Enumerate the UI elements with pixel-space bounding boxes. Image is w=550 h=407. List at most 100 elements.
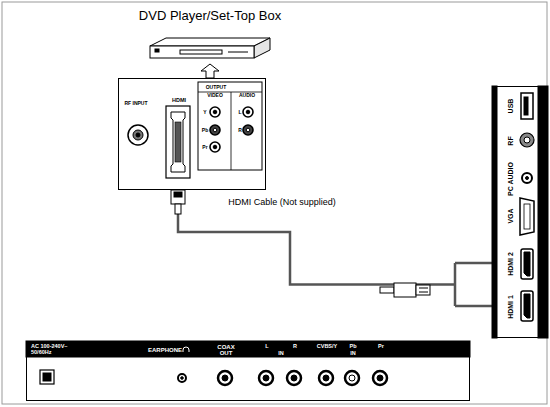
hdmi-plug-part bbox=[171, 190, 185, 204]
player-ports-part bbox=[175, 122, 181, 162]
tv-bottom-ports-part bbox=[263, 375, 269, 381]
player-ports bbox=[128, 82, 262, 178]
port-label: AC 100-240V~ 50/60Hz bbox=[31, 344, 81, 356]
tv-bottom-ports-part bbox=[345, 371, 359, 385]
port-label: Pb bbox=[202, 128, 208, 133]
tv-bottom-ports-part bbox=[26, 341, 470, 357]
player-ports-part bbox=[136, 133, 140, 137]
connector bbox=[178, 190, 492, 306]
tv-side-ports-part bbox=[524, 252, 530, 276]
port-label: VIDEO bbox=[207, 93, 223, 98]
tv-side-ports-part bbox=[524, 294, 530, 318]
tv-side-ports-part bbox=[521, 291, 533, 321]
tv-bottom-ports-part bbox=[181, 377, 184, 380]
port-label: CVBS/Y bbox=[317, 344, 337, 350]
port-label: VGA bbox=[507, 208, 514, 223]
port-label: L bbox=[238, 110, 241, 115]
player-ports-part bbox=[246, 128, 250, 132]
port-label: PC AUDIO bbox=[507, 162, 514, 196]
tv-bottom-ports-part bbox=[218, 371, 232, 385]
hdmi-plug-part bbox=[419, 292, 428, 293]
tv-bottom-ports-part bbox=[373, 371, 387, 385]
port-label: EARPHONE bbox=[148, 347, 182, 353]
hdmi-plug-part bbox=[394, 283, 416, 297]
player-ports-part bbox=[231, 92, 232, 170]
port-label: HDMI 1 bbox=[507, 295, 514, 319]
tv-side-ports-part bbox=[520, 198, 534, 235]
dvd-player-icon-part bbox=[150, 46, 254, 58]
tv-side-ports-part bbox=[524, 97, 528, 115]
tv-side-ports-part bbox=[538, 86, 548, 338]
tv-bottom-ports-part bbox=[349, 375, 355, 381]
tv-bottom-ports-part bbox=[43, 373, 51, 381]
port-label: Pr bbox=[202, 145, 207, 150]
hdmi-plug-part bbox=[175, 204, 181, 214]
connector-part bbox=[201, 64, 219, 78]
dvd-player-icon-part bbox=[180, 50, 222, 54]
port-label: Y bbox=[203, 110, 206, 115]
player-ports-part bbox=[213, 110, 217, 114]
port-label: HDMI 2 bbox=[507, 252, 514, 276]
port-label: R bbox=[238, 128, 242, 133]
port-label: RF bbox=[507, 136, 514, 145]
tv-bottom-ports-part bbox=[259, 371, 273, 385]
tv-side-ports-part bbox=[524, 204, 530, 229]
port-label: R bbox=[293, 344, 297, 350]
dvd-player-icon-part bbox=[254, 38, 270, 58]
player-ports-part bbox=[128, 125, 148, 145]
tv-bottom-ports-part bbox=[377, 375, 383, 381]
player-ports-part bbox=[171, 112, 185, 172]
hdmi-plug-part bbox=[419, 288, 428, 289]
hdmi-plug-part bbox=[380, 287, 394, 293]
player-ports-part bbox=[243, 107, 253, 117]
hdmi-plug-part bbox=[416, 285, 430, 295]
dvd-player-icon-part bbox=[228, 52, 248, 53]
player-ports-part bbox=[133, 130, 143, 140]
tv-side-panel: USB RF PC AUDIO VGA HDMI 2 HDMI 1 bbox=[492, 86, 548, 338]
player-ports-part bbox=[198, 82, 262, 170]
dvd-player-icon bbox=[150, 38, 270, 58]
player-ports-part bbox=[166, 106, 190, 178]
port-label: OUTPUT bbox=[206, 85, 227, 90]
tv-bottom-ports bbox=[26, 341, 470, 385]
connector bbox=[201, 64, 219, 78]
tv-side-ports-part bbox=[526, 177, 529, 180]
tv-side-ports-part bbox=[520, 133, 534, 147]
player-ports-part bbox=[210, 107, 220, 117]
player-ports-part bbox=[246, 110, 250, 114]
tv-side-ports-part bbox=[521, 93, 533, 119]
port-label: HDMI bbox=[172, 98, 186, 104]
hdmi-plug bbox=[171, 190, 185, 214]
tv-side-ports bbox=[492, 86, 548, 338]
tv-bottom-ports-part bbox=[323, 375, 329, 381]
hdmi-plug bbox=[380, 283, 430, 297]
port-label: IN bbox=[350, 351, 356, 357]
player-ports-part bbox=[198, 92, 262, 93]
device-title: DVD Player/Set-Top Box bbox=[139, 9, 281, 23]
dvd-player-icon-part bbox=[155, 49, 159, 52]
player-ports-part bbox=[213, 145, 217, 149]
player-ports-part bbox=[210, 142, 220, 152]
tv-side-ports-part bbox=[521, 249, 533, 279]
port-label: RF INPUT bbox=[124, 101, 147, 106]
tv-side-ports-part bbox=[522, 173, 532, 183]
port-label: IN bbox=[278, 351, 284, 357]
device: DVD Player/Set-Top Box bbox=[110, 4, 310, 64]
tv-bottom-panel: AC 100-240V~ 50/60HzEARPHONECOAX OUTLRIN… bbox=[26, 341, 470, 401]
frame bbox=[2, 2, 547, 404]
tv-bottom-ports-part bbox=[287, 371, 301, 385]
port-label: USB bbox=[507, 99, 514, 114]
player-ports-part bbox=[210, 125, 220, 135]
port-label: AUDIO bbox=[239, 93, 255, 98]
tv-bottom-ports-part bbox=[291, 375, 297, 381]
hdmi-plug-part bbox=[174, 192, 182, 197]
player-ports-part bbox=[243, 125, 253, 135]
dvd-player-icon-part bbox=[150, 38, 270, 46]
player-back-panel: RF INPUT HDMI OUTPUT VIDEO AUDIO Y PbPr L R bbox=[118, 78, 266, 190]
cable-label: HDMI Cable (Not supplied) bbox=[226, 197, 338, 207]
tv-bottom-ports-part bbox=[40, 370, 54, 384]
port-label: COAX OUT bbox=[213, 344, 239, 357]
connector-part bbox=[178, 190, 492, 306]
tv-bottom-ports-part bbox=[183, 347, 189, 352]
tv-bottom-ports-part bbox=[178, 374, 186, 382]
